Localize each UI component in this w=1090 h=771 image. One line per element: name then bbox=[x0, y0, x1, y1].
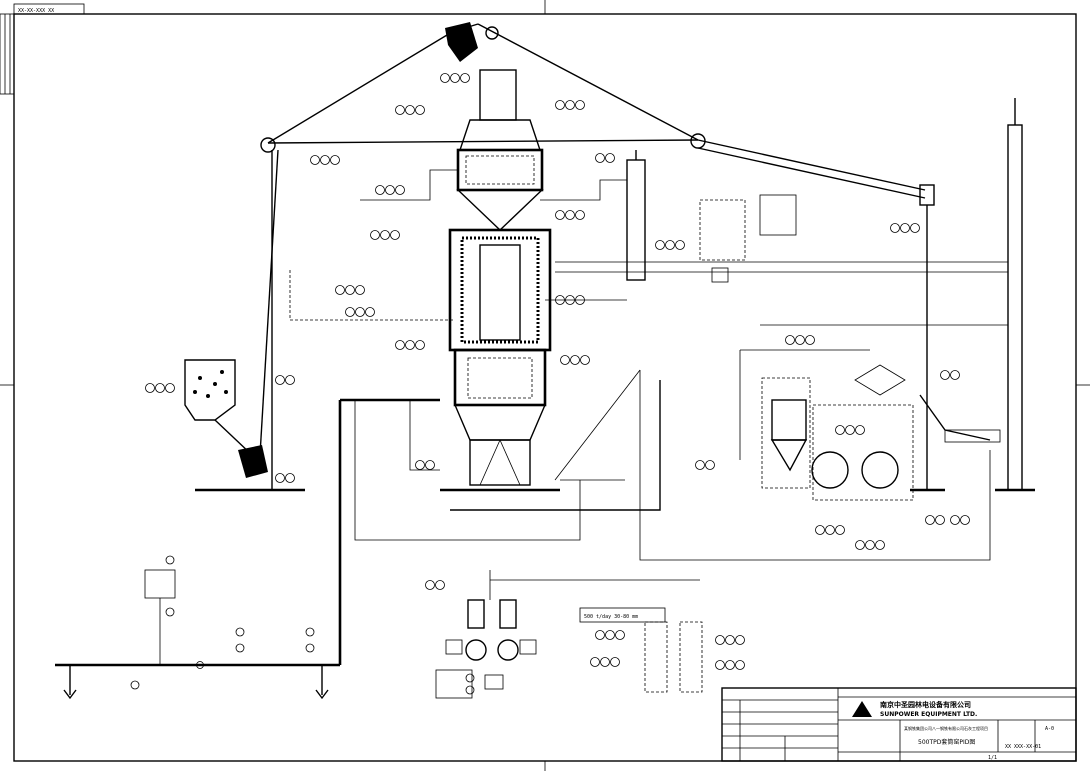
lower-pulley bbox=[260, 137, 276, 153]
drawing-code: XX-XX-XXX XX bbox=[18, 8, 54, 14]
exhaust-stack bbox=[995, 98, 1035, 492]
bag-filter-system bbox=[761, 364, 1001, 501]
company-logo bbox=[852, 701, 872, 717]
air-preheater bbox=[626, 150, 746, 283]
lime-kiln-shaft bbox=[440, 69, 560, 492]
process-lines bbox=[289, 169, 991, 600]
legend-box-2 bbox=[435, 669, 473, 699]
skip-bucket-top bbox=[445, 22, 478, 62]
fuel-gas-line bbox=[55, 398, 440, 700]
fan-1 bbox=[811, 451, 849, 489]
fan-2 bbox=[861, 451, 899, 489]
combustion-air-blowers bbox=[445, 599, 703, 693]
scale: A-0 bbox=[1045, 726, 1054, 732]
rate-note-box bbox=[579, 607, 666, 623]
stone-hopper bbox=[184, 359, 305, 492]
company-name-en: SUNPOWER EQUIPMENT LTD. bbox=[880, 711, 977, 718]
drawing-title: 500TPD套筒窑PID图 bbox=[918, 738, 975, 746]
sheet-number: 1/1 bbox=[988, 755, 997, 761]
company-name-cn: 南京中圣园林电设备有限公司 bbox=[880, 700, 971, 709]
rate-note: 500 t/day 30-80 mm bbox=[584, 614, 638, 620]
flue-gas-piping bbox=[555, 139, 1008, 492]
legend-box bbox=[759, 194, 797, 236]
instrument-tags bbox=[130, 73, 970, 695]
drawing-number: XX XXX-XX-01 bbox=[1005, 744, 1041, 750]
project-name: 某钢铁集团公司八一钢铁有限公司石灰工程项目 bbox=[904, 725, 988, 731]
title-block: 南京中圣园林电设备有限公司 SUNPOWER EQUIPMENT LTD. 某钢… bbox=[721, 687, 1077, 762]
skip-hoist-cables bbox=[259, 22, 706, 490]
